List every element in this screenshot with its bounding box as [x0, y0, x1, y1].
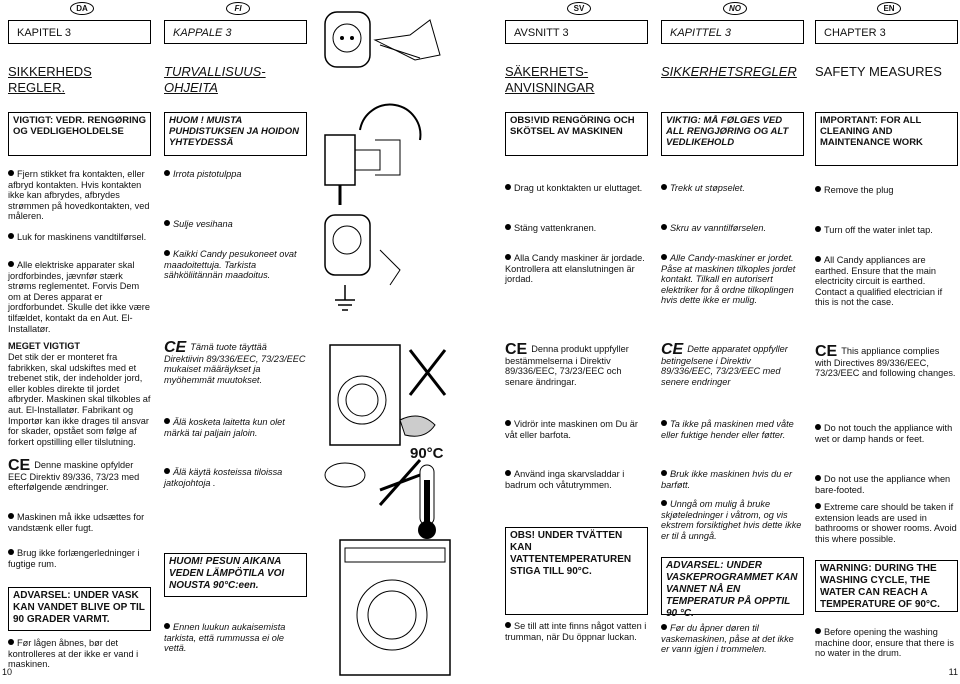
list-item: Älä kosketa laitetta kun olet märkä tai … [164, 417, 285, 438]
list-item: Använd inga skarvsladdar i badrum och vå… [505, 469, 625, 490]
notice-box: VIGTIGT: VEDR. RENGØRING OG VEDLIGEHOLDE… [8, 112, 151, 156]
section-title: SAFETY MEASURES [815, 64, 942, 79]
warning-box: OBS! UNDER TVÄTTEN KAN VATTENTEMPERATURE… [505, 527, 648, 615]
list-item: Før lågen åbnes, bør det kontrolleres at… [8, 638, 139, 670]
ce-mark-icon: CE [815, 343, 838, 360]
list-item: Remove the plug [815, 185, 958, 196]
chapter-heading: AVSNITT 3 [505, 20, 648, 44]
safety-illustration [320, 0, 490, 679]
list-item: Drag ut konktakten ur eluttaget. [505, 183, 648, 194]
list-item: Bruk ikke maskinen hvis du er barføtt. [661, 469, 793, 490]
list-item: Fjern stikket fra kontakten, eller afbry… [8, 169, 150, 222]
temperature-label: 90°C [410, 445, 444, 462]
section-title: TURVALLISUUS- OHJEITA [164, 64, 266, 95]
ce-mark-icon: CE [8, 457, 31, 474]
lang-badge: DA [70, 2, 94, 15]
list-item: Alle Candy-maskiner er jordet. Påse at m… [661, 253, 796, 306]
warning-box: HUOM! PESUN AIKANA VEDEN LÄMPÖTILA VOI N… [164, 553, 307, 597]
list-item: Maskinen må ikke udsættes for vandstænk … [8, 512, 145, 533]
list-item: Luk for maskinens vandtilførsel. [8, 232, 151, 243]
chapter-heading: KAPPALE 3 [164, 20, 307, 44]
list-item: Kaikki Candy pesukoneet ovat maadoitettu… [164, 249, 297, 281]
ce-mark-icon: CE [505, 341, 528, 358]
list-item: Stäng vattenkranen. [505, 223, 648, 234]
notice-box: IMPORTANT: FOR ALL CLEANING AND MAINTENA… [815, 112, 958, 166]
meget-title: MEGET VIGTIGT [8, 341, 80, 351]
illustration-graphic [324, 11, 451, 676]
lang-badge: NO [723, 2, 747, 15]
lang-badge: FI [226, 2, 250, 15]
page-number-left: 10 [2, 667, 13, 677]
chapter-heading: KAPITTEL 3 [661, 20, 804, 44]
ce-mark-icon: CE [164, 339, 187, 356]
ce-mark-icon: CE [661, 341, 684, 358]
list-item: Sulje vesihana [164, 219, 307, 230]
section-title: SIKKERHEDS REGLER. [8, 64, 92, 95]
chapter-heading: KAPITEL 3 [8, 20, 151, 44]
list-item: Brug ikke forlængerledninger i fugtige r… [8, 548, 140, 569]
list-item: Do not use the appliance when bare-foote… [815, 474, 951, 495]
notice-box: OBS!VID RENGÖRING OCH SKÖTSEL AV MASKINE… [505, 112, 648, 156]
warning-box: ADVARSEL: UNDER VASKEPROGRAMMET KAN VANN… [661, 557, 804, 619]
list-item: Before opening the washing machine door,… [815, 627, 954, 659]
list-item: Unngå om mulig å bruke skjøteledninger i… [661, 499, 802, 541]
lang-badge: SV [567, 2, 591, 15]
section-title: SÄKERHETS- ANVISNINGAR [505, 64, 595, 95]
list-item: Alle elektriske apparater skal jordforbi… [8, 260, 150, 334]
warning-box: WARNING: DURING THE WASHING CYCLE, THE W… [815, 560, 958, 612]
list-item: Irrota pistotulppa [164, 169, 307, 180]
list-item: Før du åpner døren til vaskemaskinen, på… [661, 623, 794, 655]
list-item: Do not touch the appliance with wet or d… [815, 423, 953, 444]
lang-badge: EN [877, 2, 901, 15]
list-item: Ta ikke på maskinen med våte eller fukti… [661, 419, 794, 440]
list-item: Turn off the water inlet tap. [815, 225, 958, 236]
list-item: Alla Candy maskiner är jordade. Kontroll… [505, 253, 645, 285]
chapter-heading: CHAPTER 3 [815, 20, 958, 44]
meget-text: Det stik der er monteret fra fabrikken, … [8, 352, 151, 447]
section-title: SIKKERHETSREGLER [661, 64, 797, 79]
list-item: Skru av vanntilførselen. [661, 223, 804, 234]
list-item: Ennen luukun aukaisemista tarkista, että… [164, 622, 286, 654]
notice-box: HUOM ! MUISTA PUHDISTUKSEN JA HOIDON YHT… [164, 112, 307, 156]
list-item: Vidrör inte maskinen om Du är våt eller … [505, 419, 638, 440]
page-number-right: 11 [948, 667, 958, 677]
list-item: All Candy appliances are earthed. Ensure… [815, 255, 943, 308]
list-item: Extreme care should be taken if extensio… [815, 502, 957, 544]
warning-box: ADVARSEL: UNDER VASK KAN VANDET BLIVE OP… [8, 587, 151, 631]
list-item: Älä käytä kosteissa tiloissa jatkojohtoj… [164, 467, 283, 488]
list-item: Se till att inte finns något vatten i tr… [505, 621, 647, 642]
notice-box: VIKTIG: MÅ FØLGES VED ALL RENGJØRING OG … [661, 112, 804, 156]
list-item: Trekk ut støpselet. [661, 183, 804, 194]
